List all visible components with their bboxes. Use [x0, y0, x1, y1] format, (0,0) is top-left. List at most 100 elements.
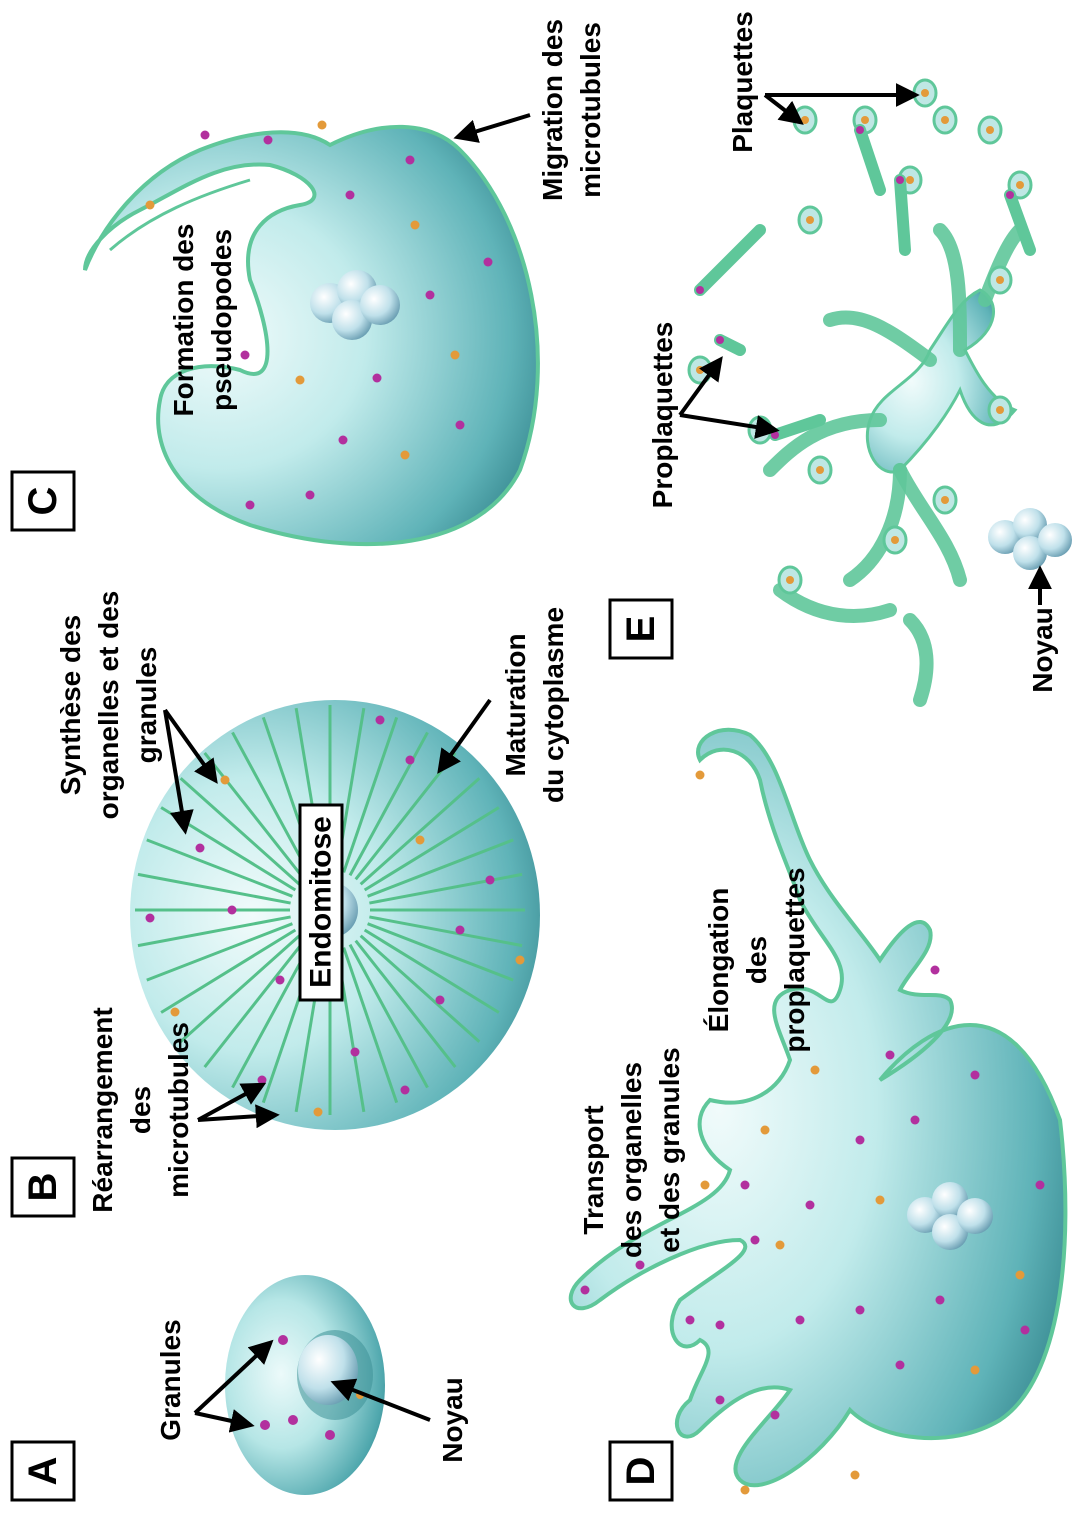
granule [856, 1136, 865, 1145]
granule [351, 1048, 360, 1057]
granule [296, 376, 305, 385]
granule [906, 176, 914, 184]
granule [1016, 181, 1024, 189]
granule [221, 776, 230, 785]
granule [636, 1261, 645, 1270]
granule [931, 966, 940, 975]
granule [876, 1196, 885, 1205]
transport-line-2: des organelles [616, 1062, 647, 1258]
granule [941, 116, 949, 124]
maturation-line-2: du cytoplasme [538, 607, 569, 803]
granule [786, 576, 794, 584]
panel-c-cell [85, 121, 538, 545]
granule [996, 276, 1004, 284]
granule [701, 1181, 710, 1190]
panel-d-box: D [610, 1442, 672, 1500]
granule [1006, 191, 1014, 199]
panel-a-cell [225, 1275, 385, 1495]
proplaquettes-label: Proplaquettes [647, 322, 678, 509]
granule [146, 201, 155, 210]
formation-line-2: pseudopodes [206, 229, 237, 411]
proplatelet [860, 130, 880, 190]
granule [896, 176, 904, 184]
granule [816, 466, 824, 474]
granule [241, 351, 250, 360]
elongation-line-3: proplaquettes [779, 867, 810, 1052]
granule [891, 536, 899, 544]
noyau-a-label: Noyau [437, 1377, 468, 1463]
panel-b-letter: B [21, 1173, 65, 1202]
panel-d-letter: D [619, 1457, 663, 1486]
migration-line-2: microtubules [575, 22, 606, 198]
granule [856, 126, 864, 134]
granule [806, 216, 814, 224]
panel-b-box: B [12, 1158, 74, 1216]
nucleus-a [298, 1335, 358, 1405]
granule [246, 501, 255, 510]
panel-c-box: C [12, 472, 74, 530]
granule [376, 716, 385, 725]
noyau-e-label: Noyau [1027, 607, 1058, 693]
granule [401, 1086, 410, 1095]
granule [741, 1181, 750, 1190]
proplatelet [900, 180, 905, 250]
granule [228, 906, 237, 915]
granule [346, 191, 355, 200]
granule [196, 844, 205, 853]
granule [1021, 1326, 1030, 1335]
nucleus-e [988, 508, 1072, 570]
transport-line-3: et des granules [654, 1047, 685, 1252]
elongation-line-1: Élongation [703, 888, 734, 1033]
granule [761, 1126, 770, 1135]
granule [264, 136, 273, 145]
granule [771, 1411, 780, 1420]
granule [516, 956, 525, 965]
synthese-line-1: Synthèse des [55, 615, 86, 796]
panel-e-box: E [610, 600, 672, 658]
synthese-line-2: organelles et des [93, 591, 124, 820]
proplatelet [700, 230, 760, 290]
granule [201, 131, 210, 140]
synthese-line-3: granules [131, 647, 162, 764]
rearrangement-line-1: Réarrangement [87, 1007, 118, 1212]
granule [373, 374, 382, 383]
granule [896, 1361, 905, 1370]
granule [811, 1066, 820, 1075]
granule [339, 436, 348, 445]
rearrangement-line-3: microtubules [163, 1022, 194, 1198]
granule [886, 1051, 895, 1060]
granule [484, 258, 493, 267]
granule [796, 1316, 805, 1325]
granule [146, 914, 155, 923]
granule [971, 1366, 980, 1375]
plaquettes-label: Plaquettes [727, 11, 758, 153]
granule [696, 286, 704, 294]
granule [936, 1296, 945, 1305]
granule [801, 116, 809, 124]
granule [581, 1286, 590, 1295]
granule [456, 926, 465, 935]
granule [306, 491, 315, 500]
granule [921, 89, 929, 97]
granule [451, 351, 460, 360]
granule [971, 1071, 980, 1080]
formation-line-1: Formation des [168, 224, 199, 417]
granule [911, 1116, 920, 1125]
panel-e-letter: E [619, 616, 663, 643]
granule [986, 126, 994, 134]
granule [741, 1486, 750, 1495]
granule [1036, 1181, 1045, 1190]
granule [856, 1306, 865, 1315]
migration-line-1: Migration des [537, 19, 568, 201]
panel-c-letter: C [21, 487, 65, 516]
granule [406, 156, 415, 165]
granule [486, 876, 495, 885]
transport-line-1: Transport [578, 1105, 609, 1234]
granule [686, 1316, 695, 1325]
granule [996, 406, 1004, 414]
granule [716, 1321, 725, 1330]
granule [776, 1241, 785, 1250]
granule [806, 1201, 815, 1210]
maturation-line-1: Maturation [500, 633, 531, 776]
